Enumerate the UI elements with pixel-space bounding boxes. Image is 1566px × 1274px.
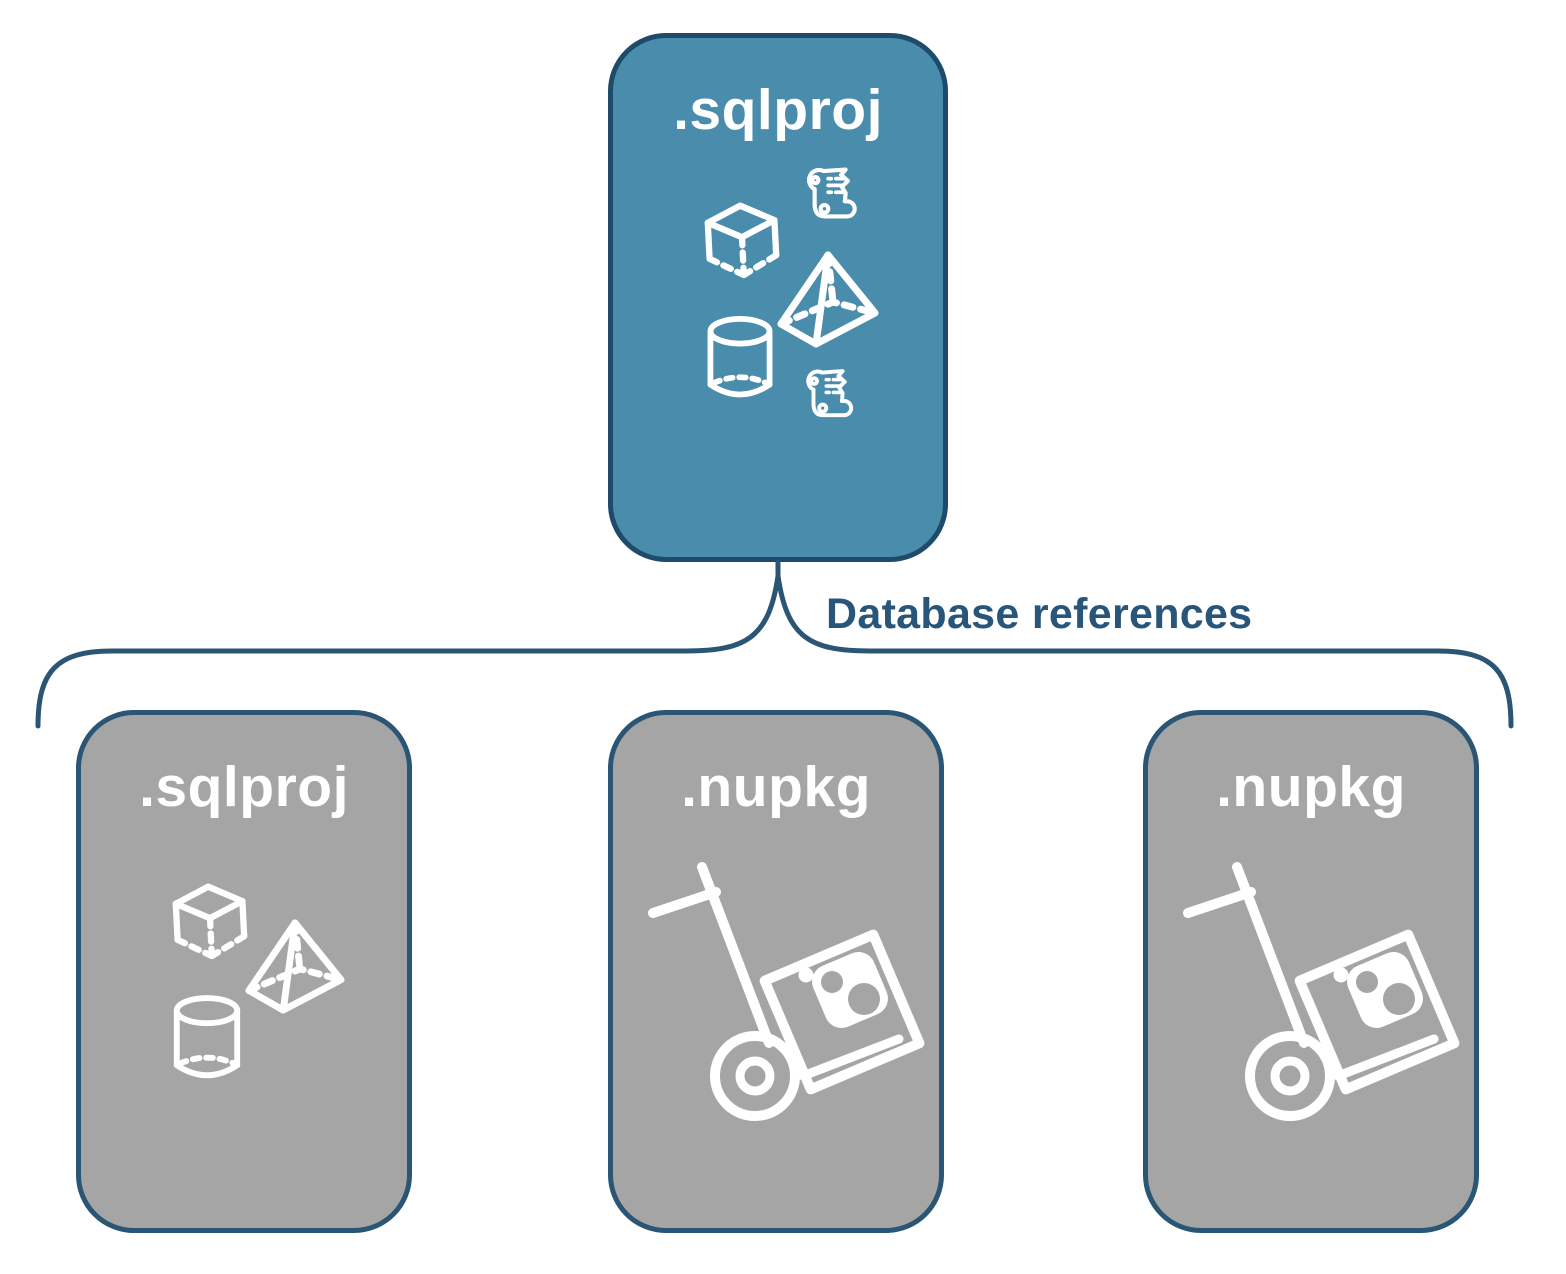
- child-node-title: .sqlproj: [139, 755, 349, 819]
- parent-node-title: .sqlproj: [673, 78, 883, 142]
- pyramid-icon: [241, 918, 349, 1016]
- connector-label-database-references: Database references: [826, 590, 1253, 638]
- pyramid-icon: [773, 250, 883, 350]
- script-scroll-icon: [795, 364, 859, 428]
- database-cylinder-icon: [169, 993, 245, 1087]
- nuget-hand-truck-icon: [1148, 855, 1468, 1155]
- child-node-nupkg-2: .nupkg: [1143, 710, 1479, 1233]
- child-node-sqlproj: .sqlproj: [76, 710, 412, 1233]
- child-node-title: .nupkg: [681, 755, 871, 819]
- child-node-title: .nupkg: [1216, 755, 1406, 819]
- child-node-nupkg-1: .nupkg: [608, 710, 944, 1233]
- nuget-hand-truck-icon: [613, 855, 933, 1155]
- parent-node-sqlproj: .sqlproj: [608, 33, 948, 562]
- script-scroll-icon: [795, 162, 863, 230]
- database-cylinder-icon: [703, 314, 777, 406]
